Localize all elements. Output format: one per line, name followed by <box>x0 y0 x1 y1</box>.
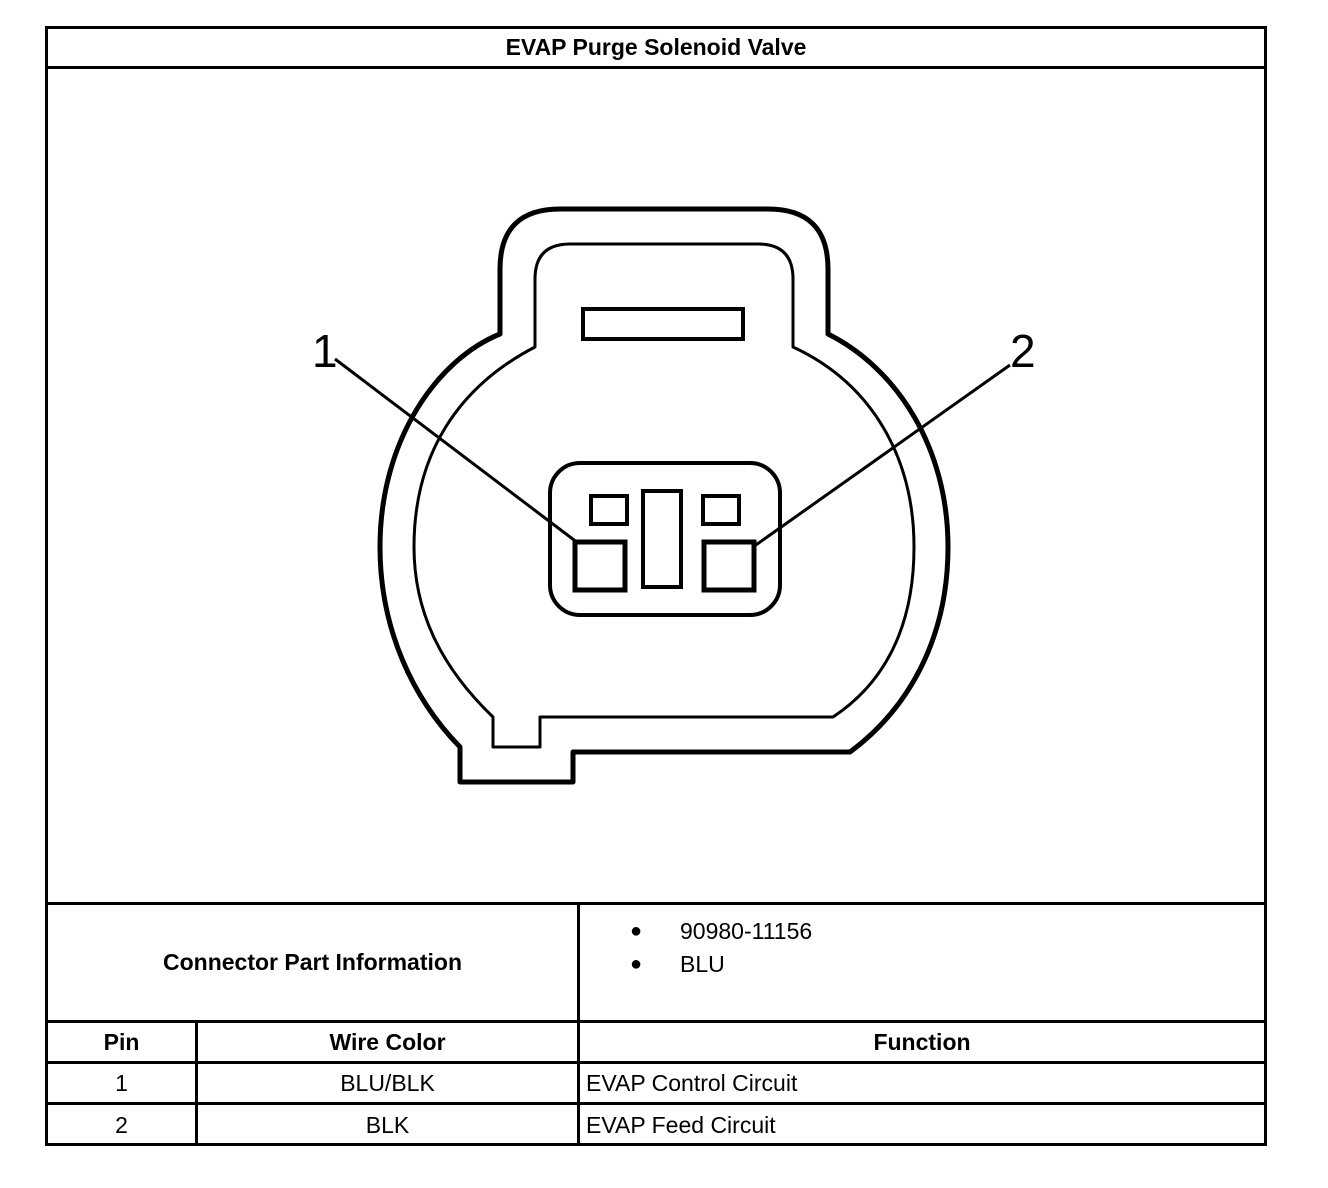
connector-part-info-label: Connector Part Information <box>48 905 580 1020</box>
pin-2-label: 2 <box>1010 325 1036 377</box>
wire-color-cell: BLU/BLK <box>198 1064 580 1102</box>
pin-1-cavity <box>572 539 628 593</box>
pin-2-leader-line <box>752 363 1011 549</box>
center-key <box>641 489 683 589</box>
part-number-item: ● 90980-11156 <box>580 915 1264 948</box>
sheet-title: EVAP Purge Solenoid Valve <box>48 29 1264 69</box>
bullet-icon: ● <box>629 920 643 942</box>
pin-1-label: 1 <box>312 325 338 377</box>
upper-terminal-right <box>701 494 741 526</box>
bullet-icon: ● <box>629 953 643 975</box>
pin-cell: 1 <box>48 1064 198 1102</box>
part-number: 90980-11156 <box>680 918 813 944</box>
pinout-table-header: Pin Wire Color Function <box>48 1023 1264 1064</box>
connector-color: BLU <box>680 951 725 977</box>
connector-sheet: EVAP Purge Solenoid Valve 1 2 <box>45 26 1267 1146</box>
table-row: 2 BLK EVAP Feed Circuit <box>48 1105 1264 1146</box>
pin-cell: 2 <box>48 1105 198 1146</box>
connector-housing-inner <box>412 242 916 749</box>
upper-terminal-left <box>589 494 629 526</box>
connector-housing-outer <box>377 206 951 785</box>
connector-part-info-row: Connector Part Information ● 90980-11156… <box>48 905 1264 1023</box>
connector-part-info-list: ● 90980-11156 ● BLU <box>580 905 1264 1020</box>
connector-diagram: 1 2 <box>48 69 1264 905</box>
terminal-cavity-block <box>548 461 782 617</box>
function-cell: EVAP Feed Circuit <box>586 1112 776 1138</box>
connector-color-item: ● BLU <box>580 948 1264 981</box>
connector-face-drawing: 1 2 <box>312 206 1036 785</box>
pin-2-cavity <box>701 539 757 593</box>
header-function: Function <box>873 1028 971 1055</box>
function-cell: EVAP Control Circuit <box>586 1069 798 1096</box>
table-row: 1 BLU/BLK EVAP Control Circuit <box>48 1064 1264 1105</box>
latch-slot <box>581 307 745 341</box>
pin-1-leader-line <box>334 357 579 545</box>
wire-color-cell: BLK <box>198 1105 580 1146</box>
pinout-table: Pin Wire Color Function 1 BLU/BLK EVAP C… <box>48 1023 1264 1146</box>
header-wire-color: Wire Color <box>198 1023 580 1061</box>
header-pin: Pin <box>48 1023 198 1061</box>
